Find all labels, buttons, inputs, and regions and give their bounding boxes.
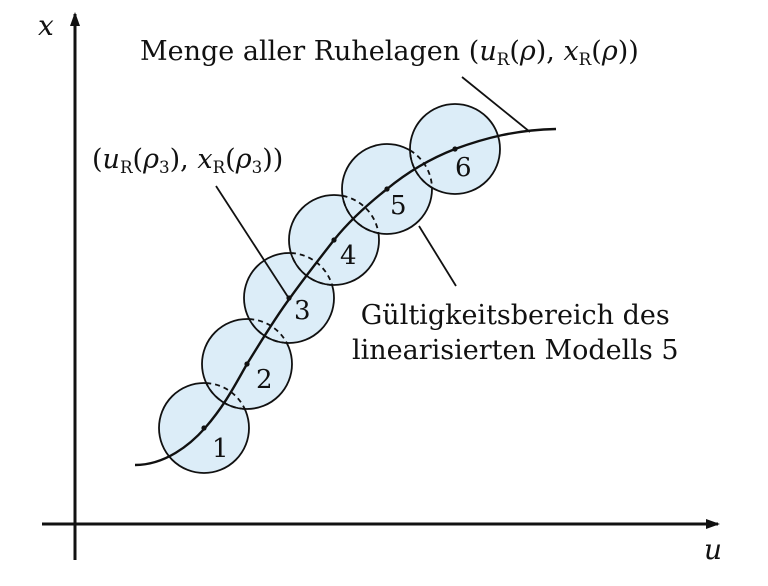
u-axis-label: u [704,533,723,566]
leader-equilibrium-set [461,76,531,133]
equilibrium-set-prefix: Menge aller Ruhelagen [140,36,461,67]
equilibrium-point-4 [331,237,337,243]
circle-number-4: 4 [340,241,357,271]
overlap-arc-2-1 [205,382,245,410]
circle-number-5: 5 [390,191,407,221]
equilibrium-point-5 [384,186,390,192]
overlap-arc-2-3 [249,318,288,344]
overlap-arc-5-6 [409,149,433,188]
overlap-fill-4 [342,195,379,234]
circle-number-2: 2 [256,365,273,395]
leader-operating-point [215,185,289,298]
overlap-arc-5-4 [341,195,379,235]
validity-region-label: Gültigkeitsbereich des linearisierten Mo… [352,298,679,368]
circle-number-1: 1 [212,434,229,464]
validity-line-2: linearisierten Modells 5 [352,335,679,367]
equilibrium-set-math: (uR(ρ), xR(ρ)) [468,36,639,70]
validity-line-1: Gültigkeitsbereich des [360,300,670,331]
overlap-arc-6-5 [409,150,433,189]
equilibrium-point-1 [201,425,207,431]
equilibrium-point-6 [452,146,458,152]
overlap-arc-1-2 [206,382,246,410]
overlap-arc-3-2 [248,318,287,344]
x-axis-label: x [38,9,54,42]
leader-validity-region [418,225,457,287]
overlap-fill-3 [289,253,334,285]
operating-point-label: (uR(ρ3), xR(ρ3)) [92,144,284,178]
circle-number-6: 6 [455,153,472,183]
overlap-arc-4-5 [342,194,380,234]
equilibrium-set-label: Menge aller Ruhelagen (uR(ρ), xR(ρ)) [140,38,639,68]
circle-number-3: 3 [294,296,311,326]
equilibrium-point-2 [244,361,250,367]
